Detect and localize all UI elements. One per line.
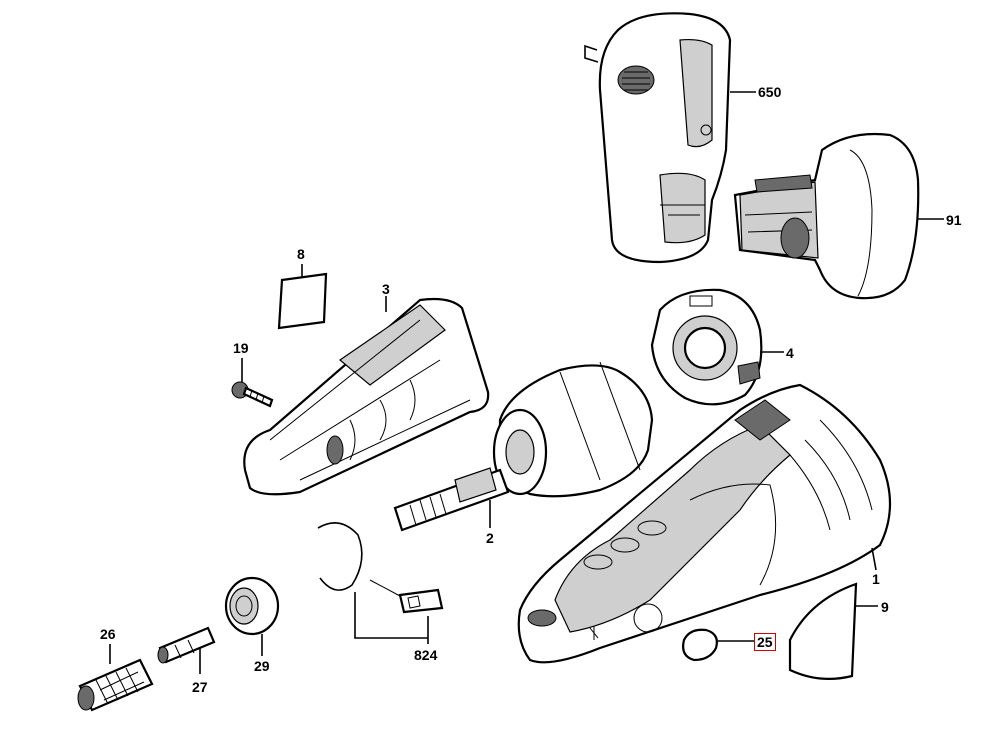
label-1: 1 xyxy=(872,571,880,587)
part-25-button xyxy=(682,628,754,662)
label-2: 2 xyxy=(486,530,494,546)
part-8-label xyxy=(277,264,328,330)
label-25-highlighted: 25 xyxy=(754,633,776,651)
part-824-ring-clip xyxy=(317,522,444,644)
part-91-battery xyxy=(733,132,920,300)
label-3: 3 xyxy=(382,281,390,297)
label-4: 4 xyxy=(786,345,794,361)
part-4-cap xyxy=(650,288,763,406)
part-19-screw xyxy=(231,358,274,408)
label-650: 650 xyxy=(758,84,782,100)
part-1-tool-body xyxy=(517,383,892,664)
label-91: 91 xyxy=(946,212,962,228)
part-650-charger xyxy=(584,12,732,264)
part-9-label xyxy=(788,582,878,680)
label-9: 9 xyxy=(881,599,889,615)
part-2-motor xyxy=(393,361,654,532)
part-29-nut xyxy=(224,576,280,656)
label-8: 8 xyxy=(297,246,305,262)
part-3-housing xyxy=(243,296,490,496)
part-26-knurled-nut xyxy=(77,644,154,712)
label-27: 27 xyxy=(192,679,208,695)
label-26: 26 xyxy=(100,626,116,642)
part-27-collet xyxy=(157,626,216,674)
label-19: 19 xyxy=(233,340,249,356)
label-29: 29 xyxy=(254,658,270,674)
label-824: 824 xyxy=(414,647,438,663)
